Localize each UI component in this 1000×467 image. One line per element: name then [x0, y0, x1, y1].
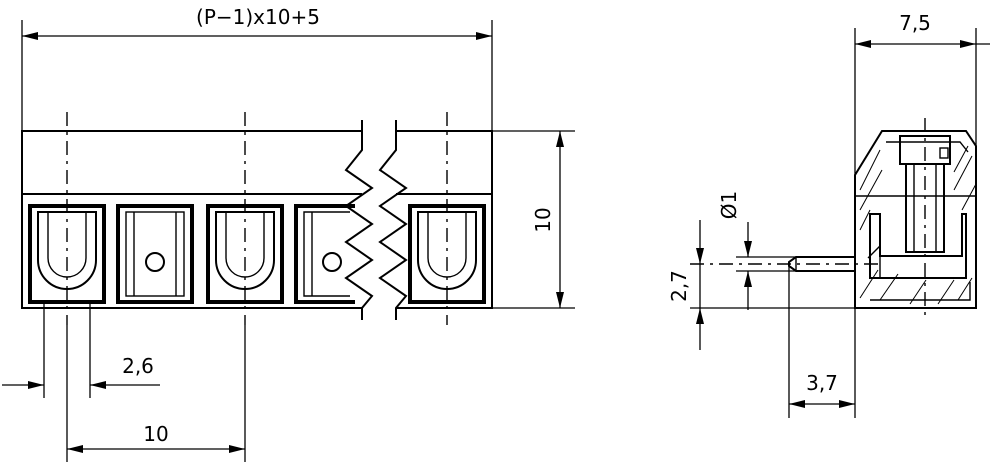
clamp: [869, 213, 967, 279]
height-label: 10: [531, 207, 555, 232]
break-line-left: [344, 120, 374, 320]
screw: [899, 135, 951, 253]
pin-width-label: 2,6: [122, 354, 154, 378]
screw-pocket-1: [116, 204, 194, 304]
dimension-height: 10: [492, 130, 575, 309]
dimension-pin-offset: 2,7: [667, 220, 855, 350]
break-line-right: [378, 120, 408, 320]
pitch-label: 10: [143, 422, 168, 446]
dimension-pitch: 10: [66, 325, 246, 462]
total-length-label: (P−1)x10+5: [196, 5, 320, 29]
dimension-pin-length: 3,7: [788, 266, 856, 418]
housing-outline: [854, 130, 977, 309]
pin-length-label: 3,7: [806, 371, 838, 395]
side-view: [690, 118, 977, 318]
pin-diameter-label: Ø1: [717, 191, 741, 219]
housing-hatching: [859, 145, 977, 305]
body-outline-right: [396, 130, 493, 309]
body-outline-left: [21, 130, 362, 309]
dimension-pin-diameter: Ø1: [717, 191, 796, 310]
dimension-total-length: (P−1)x10+5: [21, 5, 493, 131]
front-view: [21, 112, 493, 325]
dimension-pin-width: 2,6: [2, 300, 160, 398]
width-label: 7,5: [899, 11, 931, 35]
pin-offset-label: 2,7: [667, 270, 691, 302]
screw-pocket-2: [294, 204, 355, 304]
dimension-width: 7,5: [854, 11, 990, 175]
